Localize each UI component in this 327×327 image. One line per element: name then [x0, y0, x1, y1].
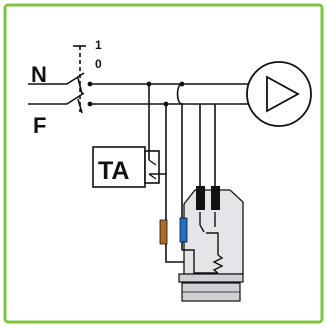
brown-wire-sleeve	[159, 219, 168, 245]
diagram-frame	[3, 3, 324, 324]
pump-icon	[246, 61, 312, 127]
actuator-icon	[178, 186, 244, 302]
thermostat-label: TA	[98, 157, 129, 185]
switch-on-label: 1	[95, 38, 102, 52]
thermostat-box: TA	[92, 146, 160, 188]
blue-wire-sleeve	[179, 217, 188, 243]
actuator-internal-circuit	[182, 212, 224, 274]
junction-dots	[87, 81, 185, 107]
switch-off-label: 0	[95, 57, 102, 71]
neutral-label: N	[31, 62, 47, 87]
main-switch	[28, 45, 86, 114]
phase-label: F	[33, 113, 46, 138]
